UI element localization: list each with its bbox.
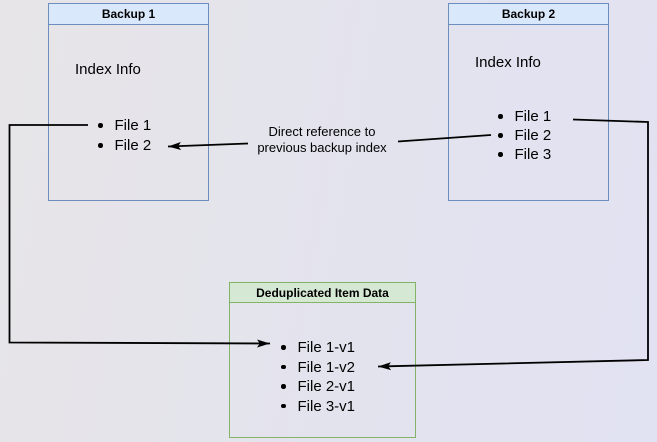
list-item: File 2 bbox=[498, 126, 552, 145]
list-item: File 3 bbox=[498, 145, 552, 164]
dedup-file-list: File 1-v1 File 1-v2 File 2-v1 File 3-v1 bbox=[281, 338, 356, 417]
list-item: File 1-v1 bbox=[281, 338, 356, 358]
list-item: File 3-v1 bbox=[281, 397, 356, 417]
list-item: File 2 bbox=[98, 136, 152, 156]
reference-edge-label: Direct reference to previous backup inde… bbox=[237, 124, 407, 156]
backup1-file-list: File 1 File 2 bbox=[98, 116, 152, 156]
list-item: File 1 bbox=[98, 116, 152, 136]
backup2-title: Backup 2 bbox=[449, 4, 608, 25]
dedup-title: Deduplicated Item Data bbox=[230, 283, 415, 303]
reference-edge-label-line2: previous backup index bbox=[257, 140, 387, 155]
backup2-node: Backup 2 Index Info File 1 File 2 File 3 bbox=[448, 3, 609, 201]
list-item: File 2-v1 bbox=[281, 377, 356, 397]
list-item: File 1-v2 bbox=[281, 358, 356, 378]
backup1-node: Backup 1 Index Info File 1 File 2 bbox=[48, 3, 209, 201]
backup1-title: Backup 1 bbox=[49, 4, 208, 25]
deduplicated-item-data-node: Deduplicated Item Data File 1-v1 File 1-… bbox=[229, 282, 416, 438]
backup2-file-list: File 1 File 2 File 3 bbox=[498, 107, 552, 164]
backup2-subtitle: Index Info bbox=[475, 54, 541, 71]
backup1-subtitle: Index Info bbox=[75, 61, 141, 78]
list-item: File 1 bbox=[498, 107, 552, 126]
reference-edge-label-line1: Direct reference to bbox=[268, 124, 376, 139]
